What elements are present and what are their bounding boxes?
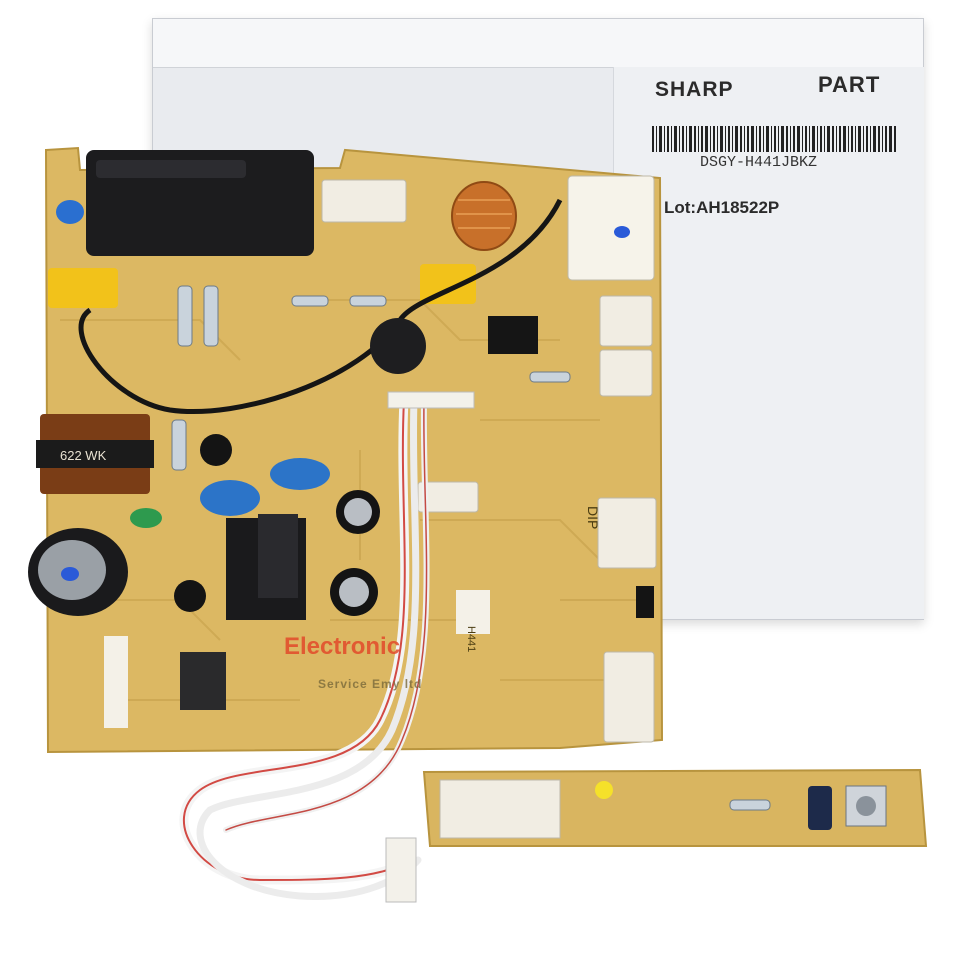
box-lot-number: Lot:AH18522P	[664, 198, 780, 217]
choke-transformer: 622 WK	[36, 414, 154, 494]
connector	[321, 179, 407, 223]
copper-coil	[451, 181, 517, 251]
chip-marking: H441	[465, 626, 477, 652]
choke-marking: 622 WK	[60, 448, 107, 463]
electrolytic-capacitor	[174, 580, 206, 612]
box-part-label: PART	[818, 72, 881, 97]
wire-connector	[387, 391, 475, 409]
small-chip	[180, 652, 226, 710]
ic-chip	[488, 316, 538, 354]
ceramic-capacitor	[56, 200, 84, 224]
green-capacitor	[130, 508, 162, 528]
watermark-title: Electronic	[284, 633, 401, 660]
connector	[599, 295, 653, 347]
disc-capacitor	[270, 458, 330, 490]
display-board	[422, 768, 928, 847]
yellow-capacitor	[48, 268, 118, 308]
buzzer	[370, 318, 426, 374]
connector-label: DIP	[585, 506, 601, 529]
black-wire	[78, 198, 563, 415]
connector	[597, 497, 657, 569]
relay-block	[86, 150, 314, 256]
large-electrolytic-capacitor	[28, 528, 128, 616]
resistors	[171, 285, 571, 471]
box-front-face	[613, 67, 924, 619]
electrolytic-capacitor	[808, 786, 832, 830]
connector	[599, 349, 653, 397]
watermark-subtitle: Service Emy ltd	[318, 677, 423, 691]
yellow-capacitor	[420, 264, 476, 304]
wire-connector	[385, 837, 417, 903]
led-indicator	[595, 781, 613, 799]
barcode	[652, 126, 896, 152]
box-part-code: DSGY-H441JBKZ	[700, 154, 818, 171]
box-brand-label: SHARP	[655, 78, 734, 101]
connector	[417, 481, 479, 513]
box-top-flap	[153, 19, 923, 68]
disc-capacitor	[200, 480, 260, 516]
sticker	[104, 636, 128, 728]
connector	[603, 651, 655, 743]
connector	[567, 175, 655, 281]
switch	[636, 586, 654, 618]
wire-harness	[179, 395, 430, 901]
electrolytic-capacitor	[200, 434, 232, 466]
sticker	[456, 590, 490, 634]
